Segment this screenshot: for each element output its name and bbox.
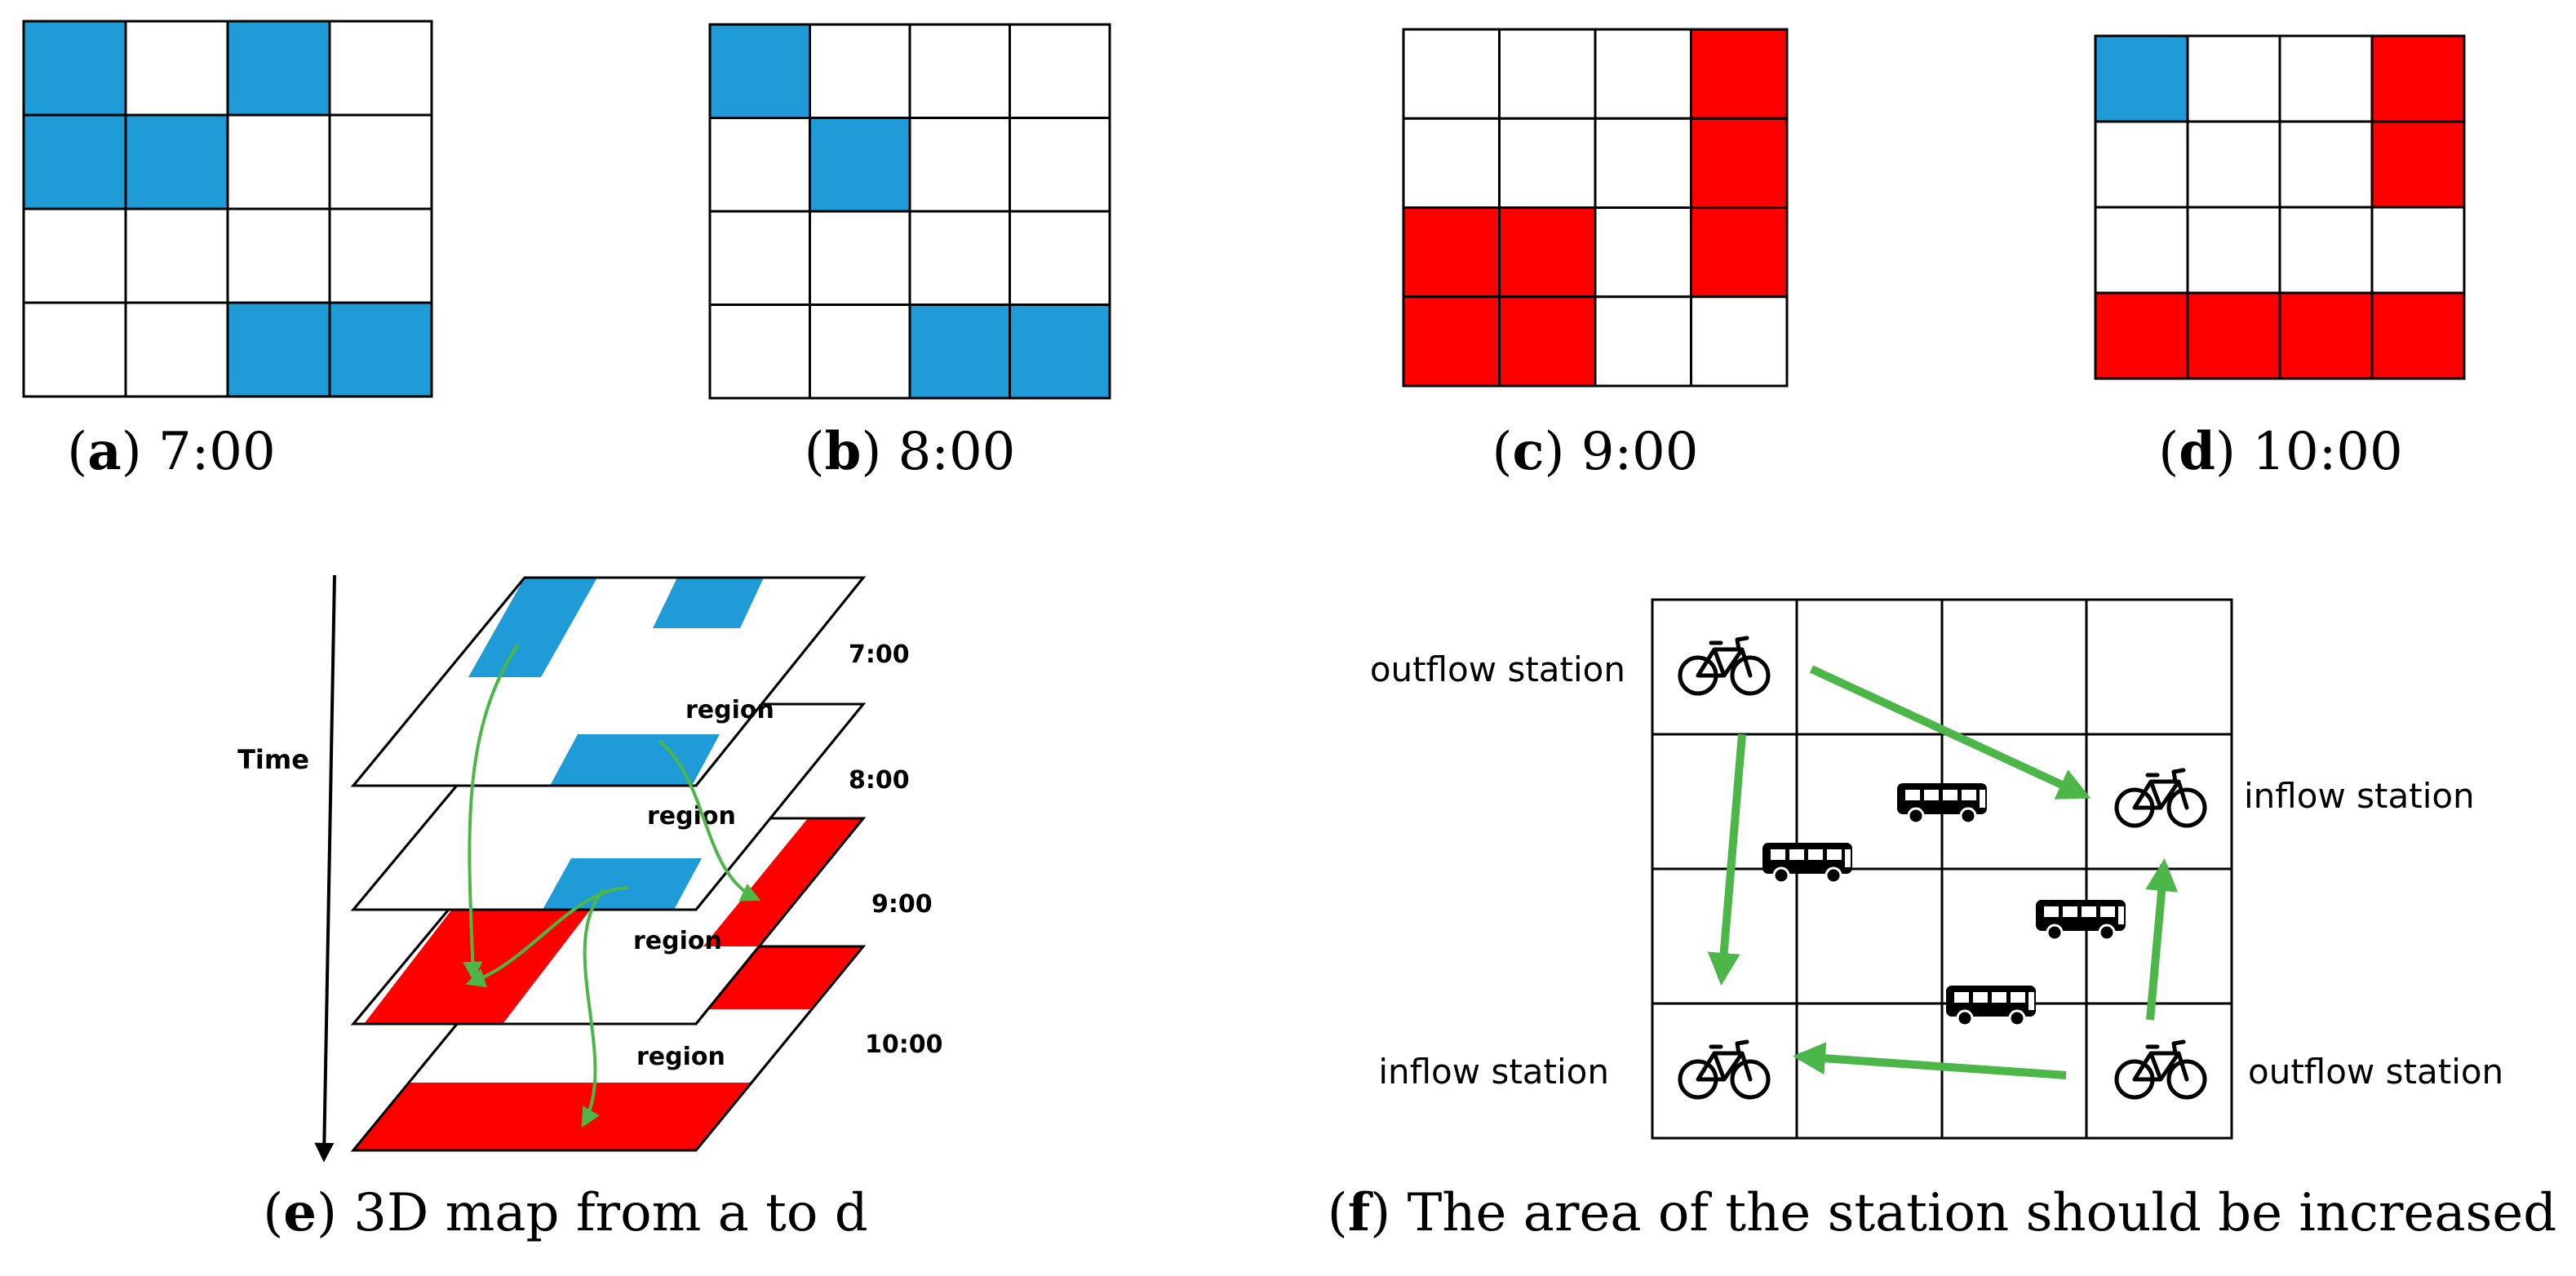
grid-cell-b-2-2 (908, 210, 1011, 306)
grid-cell-d-0-1 (2186, 34, 2281, 123)
caption-b: (b) 8:00 (805, 421, 1016, 482)
grid-cell-a-1-0 (22, 113, 127, 210)
grid-cell-d-2-1 (2186, 206, 2281, 295)
grid-cell-d-3-1 (2186, 291, 2281, 380)
caption-e: (e) 3D map from a to d (263, 1182, 867, 1243)
layer-time-9-00: 9:00 (871, 890, 933, 919)
grid-cell-a-0-1 (124, 20, 229, 117)
grid-cell-c-1-3 (1690, 117, 1789, 209)
grid-cell-b-0-2 (908, 23, 1011, 119)
grid-cell-c-3-2 (1594, 295, 1692, 388)
grid-cell-d-1-1 (2186, 120, 2281, 209)
grid-cell-b-3-0 (708, 303, 811, 400)
grid-cell-c-1-1 (1498, 117, 1597, 209)
grid-panel-b (708, 23, 1111, 400)
grid-cell-a-2-1 (124, 207, 229, 304)
grid-cell-d-0-0 (2094, 34, 2189, 123)
grid-cell-a-0-3 (328, 20, 433, 117)
grid-cell-b-1-1 (809, 117, 911, 213)
grid-cell-a-2-0 (22, 207, 127, 304)
grid-cell-c-3-1 (1498, 295, 1597, 388)
grid-cell-b-2-3 (1009, 210, 1111, 306)
caption-f: (f) The area of the station should be in… (1328, 1182, 2556, 1243)
grid-cell-d-0-2 (2278, 34, 2374, 123)
station-label-outflow-bottom-right: outflow station (2248, 1052, 2503, 1092)
time-axis-arrow (314, 574, 336, 1163)
region-label-10-00: region (636, 1043, 725, 1071)
flow-arrows-3d (463, 643, 761, 1128)
flow-arrows-stations (1707, 665, 2179, 1079)
grid-cell-c-3-0 (1402, 295, 1501, 388)
grid-cell-a-2-3 (328, 207, 433, 304)
region-label-8-00: region (647, 802, 736, 831)
grid-cell-c-2-3 (1690, 206, 1789, 299)
grid-cell-d-2-0 (2094, 206, 2189, 295)
station-label-outflow-top-left: outflow station (1370, 649, 1625, 689)
grid-cell-b-0-0 (708, 23, 811, 119)
grid-cell-c-2-1 (1498, 206, 1597, 299)
grid-cell-b-1-2 (908, 117, 1011, 213)
grid-cell-d-2-3 (2370, 206, 2466, 295)
layer-7-00: 7:00 region (350, 576, 910, 787)
grid-cell-c-1-0 (1402, 117, 1501, 209)
layer-8-00: 8:00 region (350, 702, 910, 911)
layer-time-7-00: 7:00 (849, 640, 910, 669)
grid-cell-d-2-2 (2278, 206, 2374, 295)
grid-cell-a-3-1 (124, 301, 229, 398)
grid-cell-b-3-3 (1009, 303, 1111, 400)
grid-cell-d-3-2 (2278, 291, 2374, 380)
grid-cell-c-2-0 (1402, 206, 1501, 299)
grid-cell-a-0-0 (22, 20, 127, 117)
grid-cell-c-2-2 (1594, 206, 1692, 299)
grid-cell-b-2-1 (809, 210, 911, 306)
grid-cell-d-3-0 (2094, 291, 2189, 380)
grid-cell-d-1-2 (2278, 120, 2374, 209)
caption-a: (a) 7:00 (67, 421, 275, 482)
grid-cell-d-1-0 (2094, 120, 2189, 209)
grid-cell-c-1-2 (1594, 117, 1692, 209)
grid-cell-c-3-3 (1690, 295, 1789, 388)
grid-cell-a-1-2 (226, 113, 331, 210)
grid-cell-c-0-3 (1690, 28, 1789, 120)
grid-cell-d-0-3 (2370, 34, 2466, 123)
grid-cell-d-1-3 (2370, 120, 2466, 209)
grid-cell-a-0-2 (226, 20, 331, 117)
caption-d: (d) 10:00 (2158, 421, 2402, 482)
panel-e: Time 10:00 region 9:00 region 8:00 re (237, 574, 943, 1163)
grid-cell-d-3-3 (2370, 291, 2466, 380)
grid-cell-a-3-2 (226, 301, 331, 398)
time-axis-label: Time (237, 744, 309, 775)
region-label-7-00: region (685, 696, 774, 724)
grid-cell-b-1-3 (1009, 117, 1111, 213)
grid-cell-c-0-1 (1498, 28, 1597, 120)
grid-cell-a-2-2 (226, 207, 331, 304)
grid-cell-b-0-1 (809, 23, 911, 119)
grid-cell-a-1-1 (124, 113, 229, 210)
station-label-inflow-right: inflow station (2244, 776, 2475, 816)
grid-cell-b-2-0 (708, 210, 811, 306)
grid-cell-c-0-0 (1402, 28, 1501, 120)
layer-time-10-00: 10:00 (865, 1030, 943, 1059)
station-label-inflow-bottom-left: inflow station (1378, 1052, 1609, 1092)
region-label-9-00: region (633, 927, 722, 955)
caption-c: (c) 9:00 (1492, 421, 1699, 482)
grid-panel-a (22, 20, 433, 398)
grid-cell-b-0-3 (1009, 23, 1111, 119)
grid-cell-b-1-0 (708, 117, 811, 213)
grid-cell-b-3-2 (908, 303, 1011, 400)
panel-f: outflow station inflow station inflow st… (1370, 598, 2503, 1140)
layer-time-8-00: 8:00 (849, 766, 910, 795)
grid-cell-a-1-3 (328, 113, 433, 210)
grid-cell-c-0-2 (1594, 28, 1692, 120)
grid-cell-b-3-1 (809, 303, 911, 400)
grid-cell-a-3-3 (328, 301, 433, 398)
grid-cell-a-3-0 (22, 301, 127, 398)
grid-panel-c (1402, 28, 1789, 388)
grid-panel-d (2094, 34, 2466, 380)
